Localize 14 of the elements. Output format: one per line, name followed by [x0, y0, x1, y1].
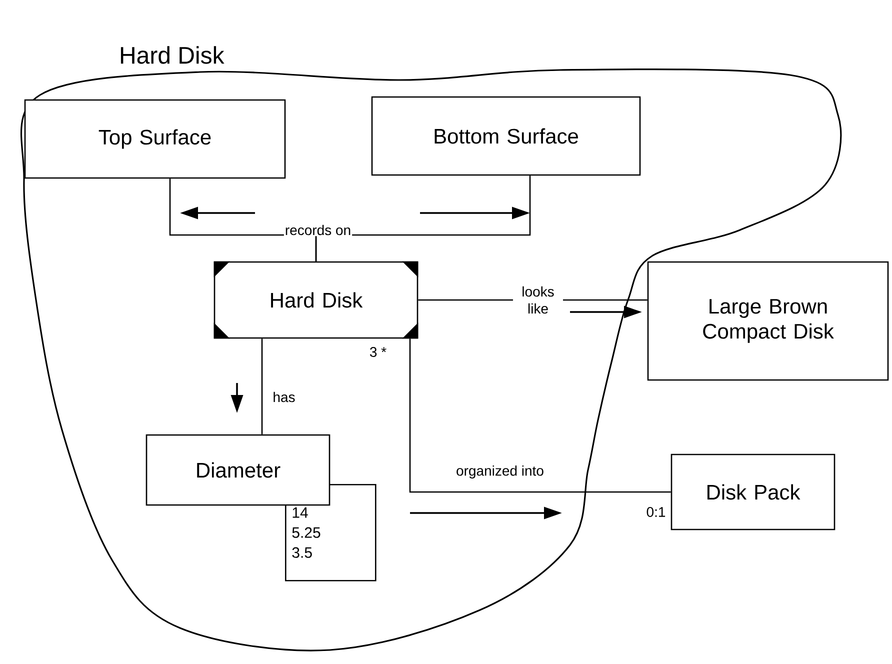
- edge-label: organized into: [455, 464, 545, 480]
- cardinality-label: 3 *: [370, 347, 386, 357]
- surface-box: Bottom Surface: [371, 96, 641, 176]
- comparison-box: Large Brown Compact Disk: [647, 261, 889, 381]
- cardinality-label: 0:1: [646, 507, 666, 517]
- entity-box: Hard Disk: [214, 261, 418, 339]
- edge-label: looks like: [513, 285, 563, 315]
- edge-label: has: [272, 390, 296, 404]
- group-box: Disk Pack: [670, 454, 836, 530]
- attribute-box: Diameter: [146, 434, 330, 506]
- connector-line: [261, 338, 263, 434]
- edge-label: records on: [284, 224, 352, 236]
- connector-line: [409, 338, 671, 493]
- surface-box: Top Surface: [24, 99, 286, 179]
